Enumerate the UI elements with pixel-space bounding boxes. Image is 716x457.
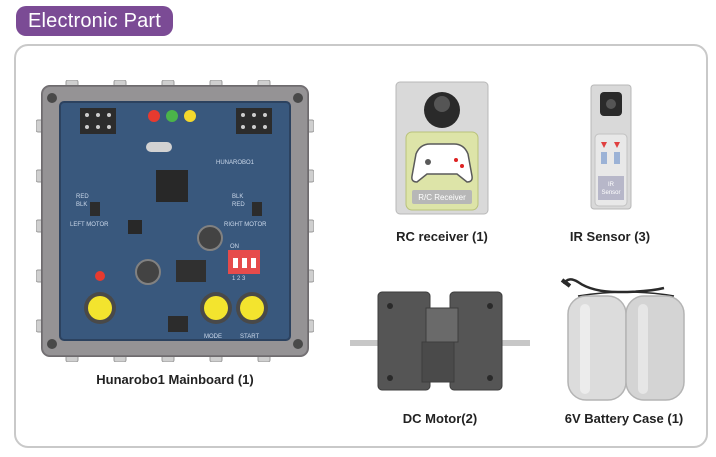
mainboard-image: LEFT MOTOR RIGHT MOTOR RED BLK BLK RED M… bbox=[36, 80, 314, 362]
board-red-text: RED bbox=[76, 194, 89, 200]
ir-sensor-label-line2: Sensor bbox=[601, 190, 620, 196]
dc-motor-image bbox=[350, 290, 530, 394]
board-switch-text: 1 2 3 bbox=[232, 276, 246, 282]
board-on-text: ON bbox=[230, 244, 239, 250]
mainboard-caption: Hunarobo1 Mainboard (1) bbox=[96, 372, 254, 387]
board-mode-text: MODE bbox=[204, 334, 222, 340]
board-left-motor-text: LEFT MOTOR bbox=[70, 222, 109, 228]
dc-motor-caption: DC Motor(2) bbox=[402, 411, 478, 426]
section-title: Electronic Part bbox=[28, 10, 162, 32]
board-right-motor-text: RIGHT MOTOR bbox=[224, 222, 267, 228]
rc-receiver-caption: RC receiver (1) bbox=[396, 229, 488, 244]
ir-sensor-label-line1: IR bbox=[608, 182, 615, 188]
rc-receiver-label-text: R/C Receiver bbox=[418, 193, 466, 202]
board-blk-text: BLK bbox=[76, 202, 87, 208]
rc-receiver-image: R/C Receiver bbox=[394, 80, 490, 216]
board-model-text: HUNAROBO1 bbox=[216, 160, 255, 166]
ir-sensor-image: IR Sensor bbox=[590, 84, 632, 210]
board-start-text: START bbox=[240, 334, 259, 340]
board-red-text-right: RED bbox=[232, 202, 245, 208]
battery-case-caption: 6V Battery Case (1) bbox=[564, 411, 684, 426]
battery-case-image bbox=[558, 274, 690, 402]
section-header: Electronic Part bbox=[16, 6, 174, 36]
board-blk-text-right: BLK bbox=[232, 194, 243, 200]
ir-sensor-caption: IR Sensor (3) bbox=[569, 229, 651, 244]
